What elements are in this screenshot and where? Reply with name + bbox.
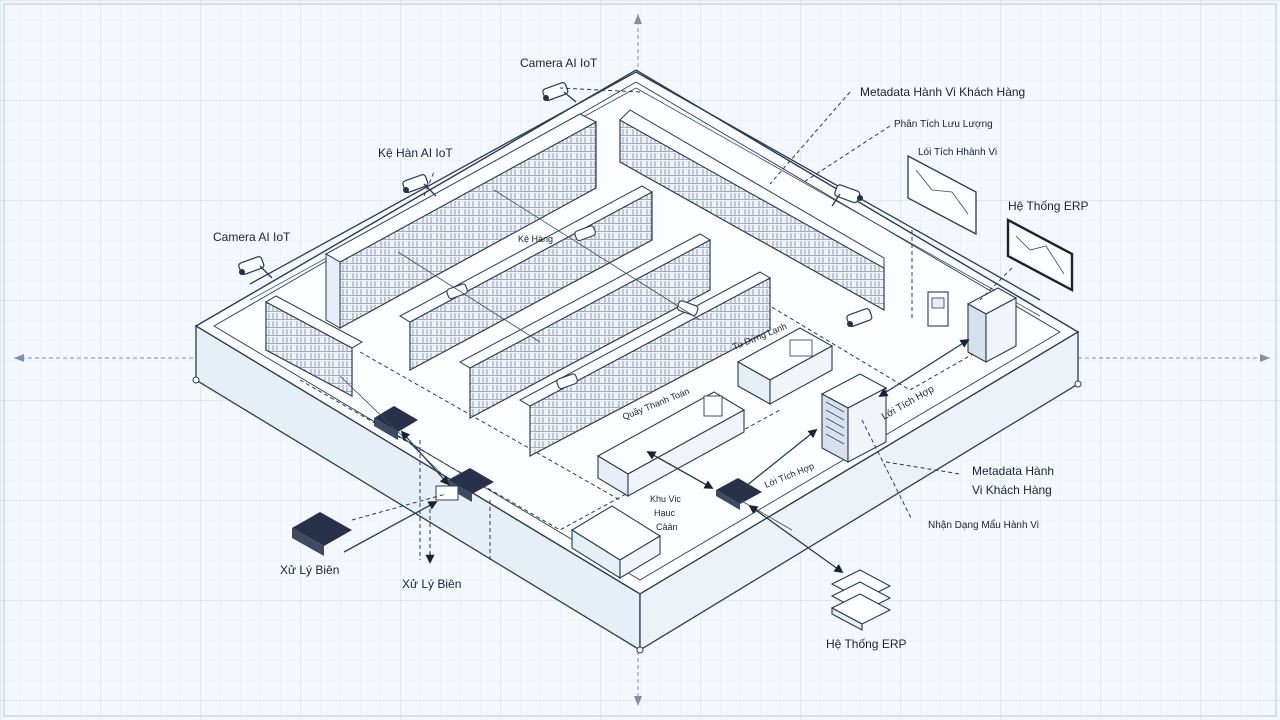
label-metadata-right-2: Vi Khách Hàng [972, 483, 1052, 497]
camera-icon [574, 225, 596, 242]
camera-icon [238, 256, 273, 279]
aisle-shelf-3 [518, 271, 772, 457]
edge-device-a [374, 406, 418, 440]
label-camera-top: Camera AI IoT [520, 56, 598, 70]
axis-arrow-bottom [634, 696, 642, 706]
camera-icon [846, 308, 873, 328]
axis-arrow-left [14, 354, 24, 362]
camera-icon [831, 184, 863, 207]
aisle-shelf-2 [458, 233, 712, 419]
label-erp-top: Hệ Thống ERP [1008, 199, 1089, 213]
axis-arrow-right [1260, 354, 1270, 362]
label-pattern-recognition: Nhận Dạng Mẩu Hành Vi [928, 519, 1039, 531]
customer-zone-bench [570, 505, 662, 579]
fridge-unit [736, 327, 834, 405]
camera-icon [402, 174, 437, 197]
label-zone-line2: Hạuc [654, 508, 676, 518]
label-erp-bottom: Hệ Thống ERP [826, 637, 907, 651]
camera-icon [676, 300, 699, 316]
edge-device-b [435, 468, 494, 502]
wall-shelf-back-right [619, 109, 885, 312]
label-edge-right: Xử Lý Biên [402, 577, 461, 591]
data-flow-arrows [343, 339, 970, 574]
camera-icon [542, 82, 577, 103]
label-camera-left: Camera AI IoT [213, 230, 291, 244]
server-rack-right [966, 287, 1018, 363]
camera-icon [556, 373, 578, 390]
erp-monitor [1006, 218, 1074, 292]
frame-border [3, 3, 1277, 717]
label-metadata-right-1: Metadata Hành [972, 464, 1054, 478]
label-zone-line1: Khu Vic [650, 494, 681, 504]
edge-device-c [292, 512, 352, 556]
label-edge-left: Xử Lý Biên [280, 563, 339, 577]
analytics-display [907, 154, 977, 236]
label-shelf-mid: Kệ Hàng [518, 234, 553, 244]
camera-icon [446, 283, 468, 300]
connection-lines [339, 87, 1013, 562]
label-flow-analysis: Phân Tích Lưu Lượng [894, 119, 993, 130]
label-behavior-grid: Lói Tích Hhành Vi [918, 147, 997, 158]
label-zone-line3: Cảản [656, 522, 678, 532]
wall-shelf-left [264, 295, 364, 398]
edge-device-center [716, 478, 762, 510]
wall-shelf-back-left [324, 113, 598, 330]
kiosk [927, 291, 949, 327]
axis-arrow-top [634, 14, 642, 24]
label-shelf-top: Kệ Hàn AI IoT [378, 146, 453, 160]
erp-server-stack [830, 569, 892, 631]
label-metadata-top: Metadata Hành Vi Khách Hàng [860, 85, 1025, 99]
